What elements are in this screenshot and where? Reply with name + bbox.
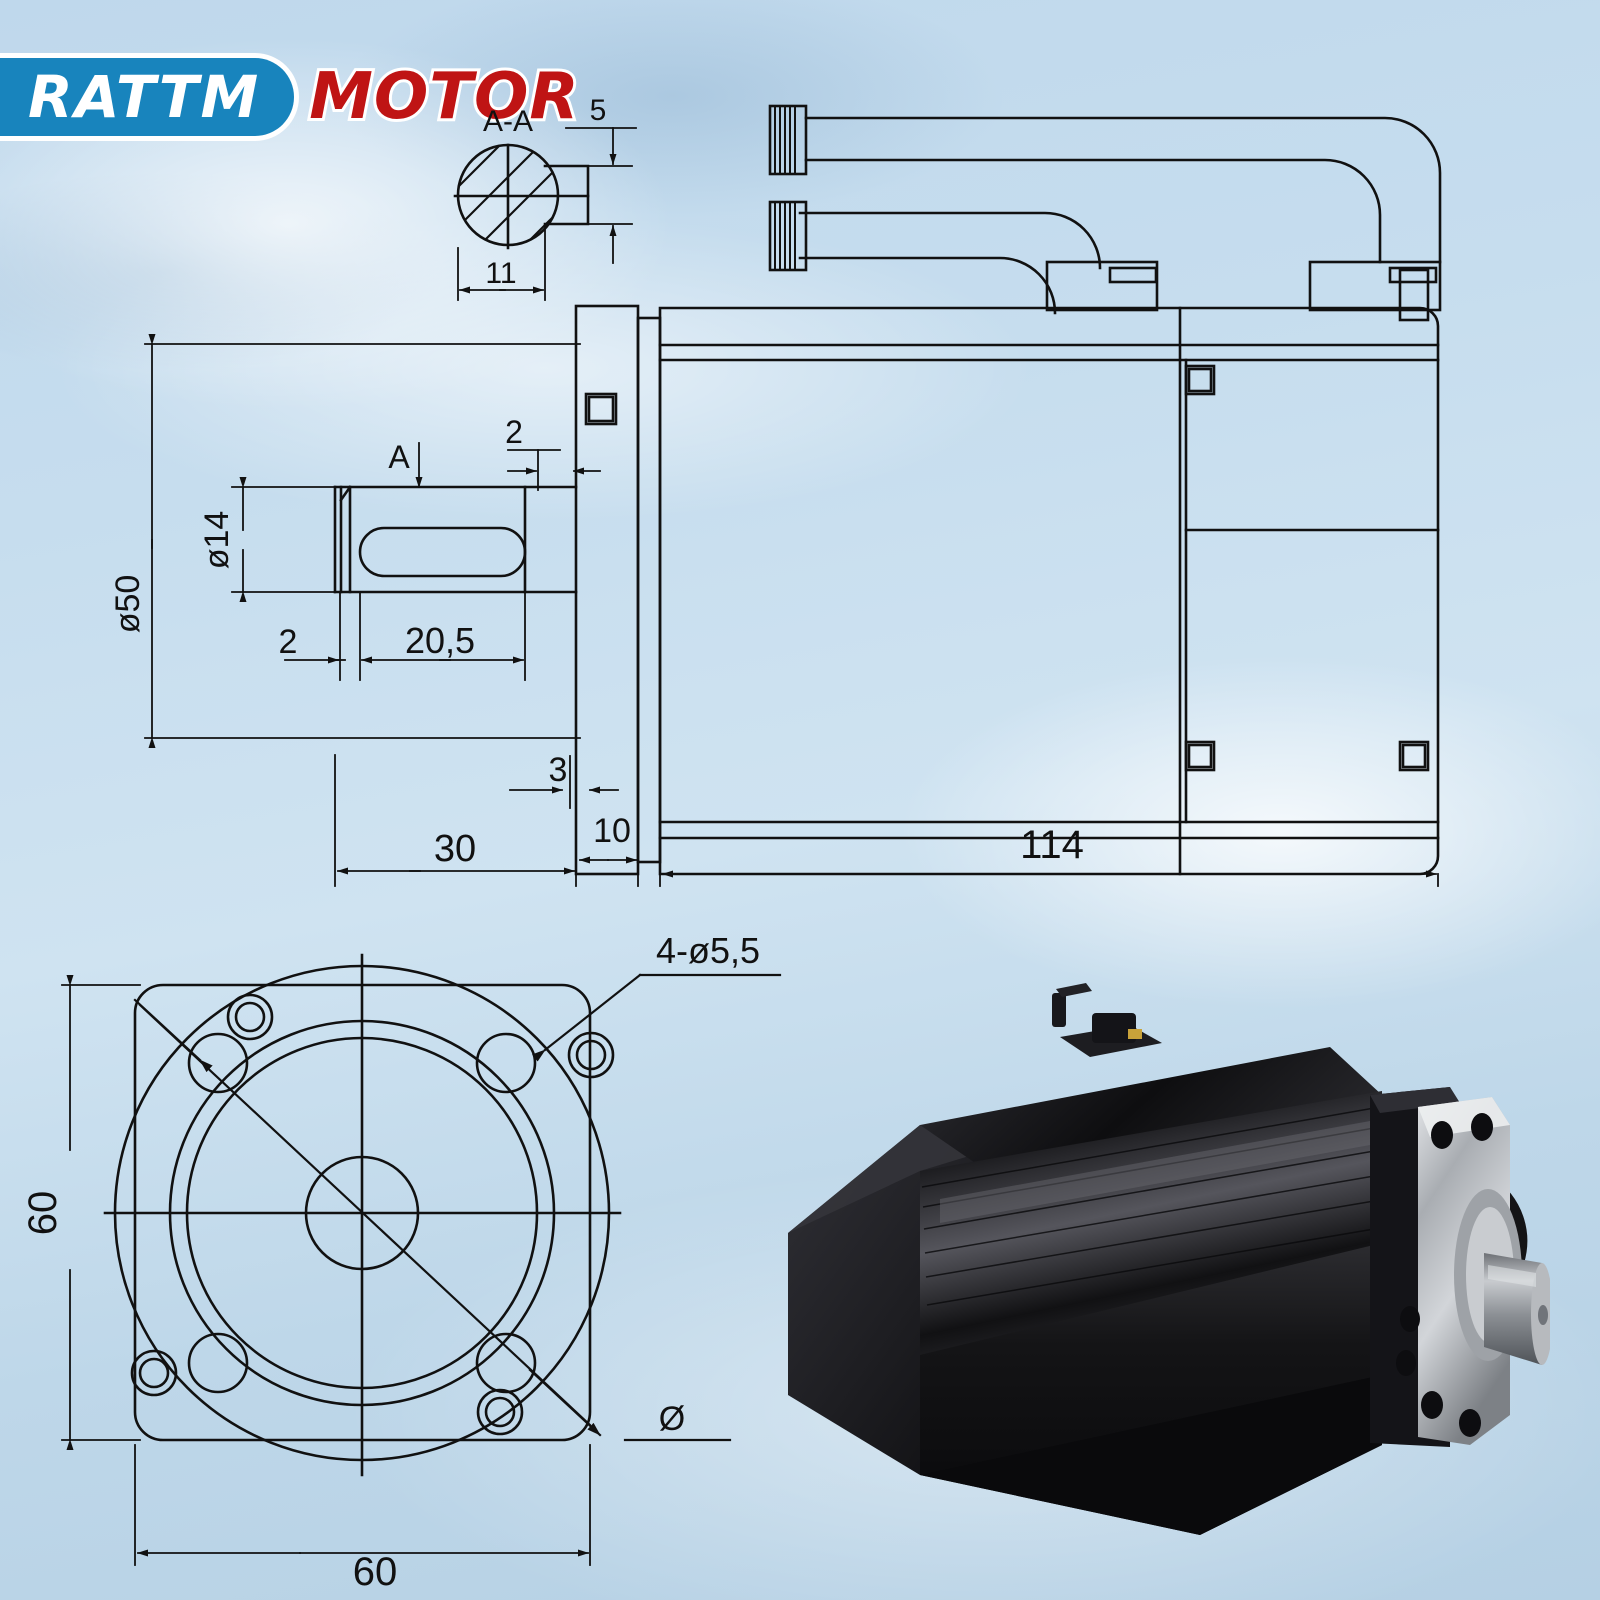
motor-front-block-top xyxy=(1370,1087,1460,1113)
dim-label-60-horizontal: 60 xyxy=(353,1550,398,1594)
dim-label-60-vertical: 60 xyxy=(21,1191,65,1236)
mount-hole-leader-line xyxy=(532,973,642,1062)
cable-1-plug-ribs xyxy=(774,201,796,271)
logo-primary-text: RATTM xyxy=(0,53,300,141)
dim-label-3: 3 xyxy=(549,751,568,789)
motor-body-bottom-face xyxy=(920,1375,1382,1535)
motor-shaft-highlight xyxy=(1488,1265,1536,1287)
dim-label-5: 5 xyxy=(590,94,607,127)
connector-box-rear-slot xyxy=(1388,266,1438,284)
flange-plate xyxy=(574,304,640,876)
body-detail-square-tl-inner xyxy=(1187,367,1213,393)
bolt-circle-arrow-lr xyxy=(528,1368,602,1437)
body-detail-square-br xyxy=(1398,740,1430,772)
flange-hole-detail-top xyxy=(584,392,618,426)
cable-2-plug-ribs xyxy=(774,105,796,175)
rattm-motor-logo: RATTM MOTOR xyxy=(0,53,582,141)
dim-label-2-bottom: 2 xyxy=(279,623,298,661)
section-marker-a: A xyxy=(388,439,410,475)
flange-hole-detail-top-inner xyxy=(587,395,615,423)
dim-label-205: 20,5 xyxy=(405,620,475,661)
shaft-chamfer-2 xyxy=(339,485,352,502)
dim-label-bolt-circle: Ø xyxy=(659,1400,685,1438)
mount-hole-counterbores xyxy=(130,993,615,1436)
cable-2-plug xyxy=(768,104,808,176)
motor-product-photo xyxy=(788,983,1550,1535)
section-title-aa: A-A xyxy=(483,105,533,138)
body-detail-square-bl-inner xyxy=(1187,743,1213,769)
mount-hole-tl xyxy=(187,1032,249,1094)
dim-label-o14: ø14 xyxy=(198,511,236,570)
mount-hole-br xyxy=(475,1332,537,1394)
body-detail-square-tl xyxy=(1184,364,1216,396)
shaft-keyway-slot xyxy=(358,526,527,578)
mount-hole-bl xyxy=(187,1332,249,1394)
body-detail-square-br-inner xyxy=(1401,743,1427,769)
connector-box-rear xyxy=(1308,260,1442,312)
cable-1-upper-line xyxy=(798,211,1102,270)
flange-spigot xyxy=(636,316,662,864)
body-detail-square-bl xyxy=(1184,740,1216,772)
motor-flange-bolt-holes xyxy=(1396,1113,1493,1437)
dim-label-114: 114 xyxy=(1020,823,1084,867)
mount-hole-tr xyxy=(475,1032,537,1094)
logo-secondary-text: MOTOR xyxy=(306,57,581,137)
dim-label-o50: ø50 xyxy=(109,575,147,634)
connector-box-front-slot xyxy=(1108,266,1158,284)
dim-label-10: 10 xyxy=(593,812,631,850)
motor-body-ribs xyxy=(921,1106,1381,1306)
dim-label-30: 30 xyxy=(434,828,476,870)
motor-body-outline xyxy=(658,306,1440,876)
dim-label-11: 11 xyxy=(485,257,516,290)
motor-encoder-connector xyxy=(1052,983,1162,1057)
dim-label-2-top: 2 xyxy=(505,414,523,450)
motor-body-rib-highlight xyxy=(940,1121,1370,1223)
cable-1-lower-line xyxy=(798,256,1057,315)
bolt-circle-arrow-ul xyxy=(133,998,213,1073)
dim-label-4-o55: 4-ø5,5 xyxy=(656,930,760,971)
cable-2-lower-line xyxy=(804,158,1382,264)
cable-1-plug xyxy=(768,200,808,272)
cable-2-upper-line xyxy=(804,116,1442,264)
bolt-circle-diagonal xyxy=(138,1003,592,1427)
body-detail-square-tr xyxy=(1398,268,1430,322)
motor-shaft-center-hole xyxy=(1538,1305,1548,1325)
